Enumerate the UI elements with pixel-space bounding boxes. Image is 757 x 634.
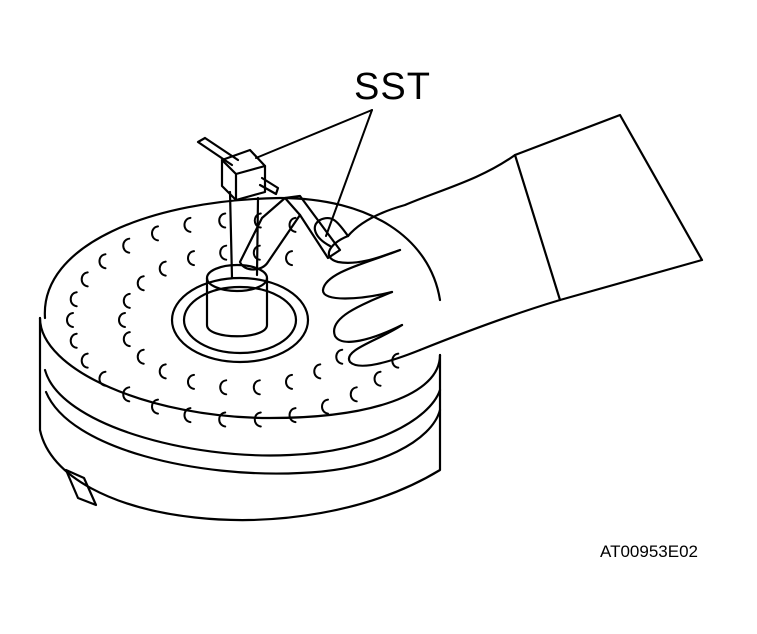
outer-slot [253, 411, 262, 428]
torque-converter [38, 196, 442, 522]
sleeve [513, 113, 704, 302]
sst-lever [238, 196, 302, 271]
hub-sleeve-body [205, 276, 269, 338]
inner-slot [335, 348, 344, 365]
outer-slot [253, 212, 262, 229]
inner-slot [219, 244, 228, 261]
inner-slot [285, 373, 294, 390]
leader-to-lever [325, 109, 373, 237]
outer-slot [218, 411, 227, 428]
inner-slot [122, 331, 131, 348]
finger-ring [332, 290, 404, 343]
sst-tommy-bar-right [258, 176, 280, 196]
converter-slot-pattern [66, 212, 400, 428]
inner-slot [136, 348, 145, 365]
sst-callout-label: SST [354, 66, 431, 108]
converter-rim-band-lower [44, 390, 442, 475]
outer-slot [98, 370, 107, 387]
outer-slot [98, 253, 107, 270]
outer-slot [69, 332, 78, 349]
outer-slot [151, 225, 159, 242]
sst-head-face [220, 158, 267, 202]
outer-slot [373, 370, 382, 387]
sst-head [220, 148, 267, 202]
converter-slot-cutout [64, 468, 98, 507]
outer-slot [80, 271, 89, 288]
inner-slot [118, 312, 126, 328]
outer-slot [151, 398, 159, 415]
palm-edge [418, 298, 562, 352]
inner-slot [136, 275, 145, 292]
sst-tool [196, 136, 342, 280]
outer-slot [288, 407, 297, 424]
leader-to-head [255, 109, 373, 159]
inner-slot [285, 250, 294, 267]
callout-leaders [255, 109, 373, 237]
hand [313, 113, 704, 367]
thumb [313, 216, 350, 248]
hub-inner-flange [182, 285, 298, 355]
sst-shaft [228, 190, 260, 280]
inner-slot [219, 379, 228, 396]
converter-hub [170, 263, 310, 364]
converter-side-wall [38, 316, 442, 522]
inner-slot [313, 363, 322, 380]
outer-slot [349, 386, 358, 403]
inner-slot [252, 379, 261, 396]
converter-rim-band [43, 368, 442, 457]
inner-slot [122, 292, 131, 309]
outer-slot [183, 216, 192, 233]
outer-slot [183, 407, 192, 424]
hand-back [346, 153, 517, 238]
outer-slot [69, 291, 78, 308]
outer-slot [66, 312, 74, 328]
finger-middle [321, 248, 402, 300]
outer-slot [80, 352, 89, 369]
sst-tommy-bar [196, 136, 240, 167]
inner-slot [158, 260, 167, 277]
outer-slot [321, 398, 329, 415]
finger-little [347, 323, 422, 367]
outer-slot [122, 237, 131, 254]
converter-top-outline [43, 196, 442, 320]
outer-slot [218, 212, 227, 229]
hub-outer-flange [170, 276, 310, 364]
sst-lever-tab [283, 194, 342, 260]
inner-slot [186, 250, 195, 267]
outer-slot [288, 216, 297, 233]
outer-slot [122, 386, 131, 403]
converter-front-rim [38, 316, 442, 420]
figure-id: AT00953E02 [600, 542, 698, 561]
inner-slot [186, 373, 195, 390]
inner-slot [158, 363, 167, 380]
